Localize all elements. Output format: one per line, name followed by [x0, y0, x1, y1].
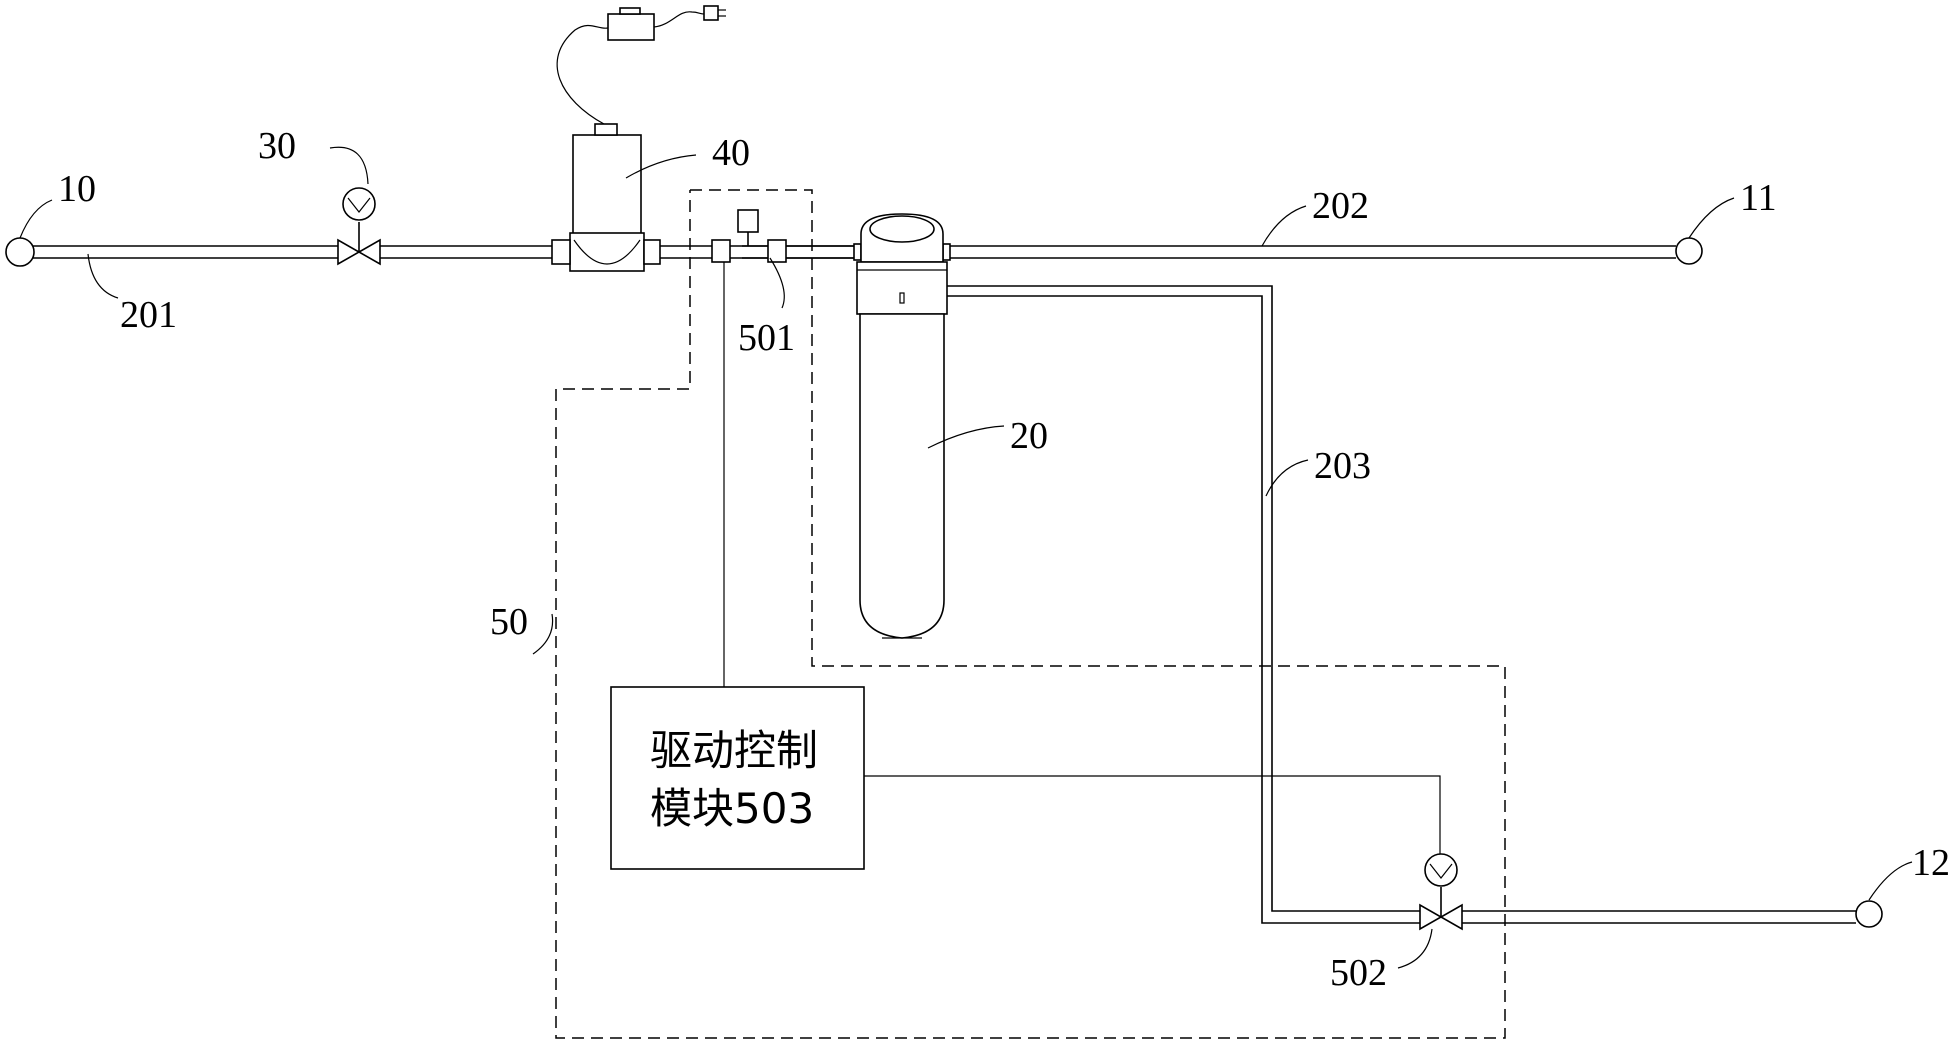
label-50: 50	[490, 601, 528, 643]
waste-pipe-203	[947, 285, 1856, 924]
control-box-line2: 模块503	[650, 784, 814, 833]
valve-502	[1419, 853, 1463, 931]
sensor-501	[711, 209, 855, 263]
label-30: 30	[258, 125, 296, 167]
label-12: 12	[1912, 842, 1950, 884]
leader-lines	[19, 146, 1913, 969]
pure-pipe-202	[950, 245, 1676, 259]
label-40: 40	[712, 132, 750, 174]
control-box-line1: 驱动控制	[650, 726, 818, 775]
drive-control-module-503: 驱动控制 模块503	[610, 686, 865, 870]
label-201: 201	[120, 294, 177, 336]
label-20: 20	[1010, 415, 1048, 457]
outlet-port-12	[1855, 900, 1883, 928]
valve-30	[337, 187, 381, 266]
label-501: 501	[738, 317, 795, 359]
label-10: 10	[58, 168, 96, 210]
module-boundary-50	[555, 189, 1506, 1039]
outlet-port-11	[1675, 237, 1703, 265]
pump-40	[551, 5, 726, 272]
label-203: 203	[1314, 445, 1371, 487]
label-11: 11	[1740, 177, 1777, 219]
reference-labels: 10 201 30 40 501 202 11 20 203 50 12 502	[58, 125, 1950, 994]
label-202: 202	[1312, 185, 1369, 227]
inlet-pipe-201	[28, 245, 855, 259]
inlet-port-10	[5, 237, 35, 267]
label-502: 502	[1330, 952, 1387, 994]
filter-20	[853, 213, 951, 639]
control-wiring	[723, 262, 1441, 854]
